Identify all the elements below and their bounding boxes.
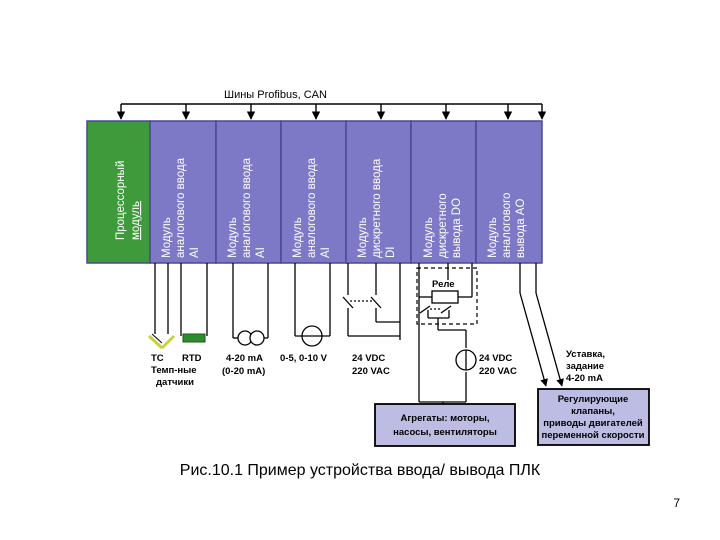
rtd-label: RTD (182, 353, 202, 364)
io-module-ao (475, 120, 543, 264)
di-module-label: Модуль дискретного ввода DI (357, 156, 397, 258)
current-signal-label: 4-20 mA (226, 353, 263, 364)
field-wiring (154, 263, 564, 412)
module-rack: Процессорный модуль Модуль аналогового в… (86, 120, 543, 264)
actuators-box-line-2: насосы, вентиляторы (393, 427, 497, 438)
field-labels: TC RTD Темп-ные датчики 4-20 mA (0-20 mA… (151, 349, 605, 388)
io-module-do (410, 120, 477, 264)
do-module-label: Модуль дискретного вывода DO (423, 190, 463, 258)
do-supply-label-2: 220 VAC (479, 366, 517, 377)
setpoint-label-1: Уставка, (566, 349, 605, 360)
di-supply-label-2: 220 VAC (352, 366, 390, 377)
valves-box-line-2: клапаны, (571, 406, 615, 417)
di-supply-label-1: 24 VDC (352, 353, 385, 364)
do-supply-source-symbol (455, 349, 477, 371)
bus-label: Шины Profibus, CAN (224, 89, 327, 101)
figure-caption: Рис.10.1 Пример устройства ввода/ вывода… (179, 462, 541, 479)
processor-module-label: Процессорный модуль (115, 157, 142, 240)
valves-box-line-4: переменной скорости (541, 430, 644, 441)
ai-2-module-label: Модуль аналогового ввода AI (227, 155, 267, 258)
io-module-ai-1 (149, 120, 217, 264)
rtd-sensor-symbol (182, 333, 206, 343)
actuators-box-line-1: Агрегаты: моторы, (400, 413, 489, 424)
ao-module-label: Модуль аналогового вывода AO (487, 189, 527, 258)
fieldbus: Шины Profibus, CAN (116, 89, 547, 120)
relay-enclosure (416, 267, 478, 325)
temp-sensors-label-2: датчики (156, 377, 194, 388)
valves-box: Регулирующие клапаны, приводы двигателей… (537, 388, 650, 446)
io-module-ai-3 (280, 120, 347, 264)
actuators-box: Агрегаты: моторы, насосы, вентиляторы (374, 403, 516, 447)
ai-1-module-label: Модуль аналогового ввода AI (161, 155, 201, 258)
valves-box-line-3: приводы двигателей (543, 418, 643, 429)
io-module-ai-2 (215, 120, 282, 264)
voltage-signal-label: 0-5, 0-10 V (280, 353, 328, 364)
temp-sensors-label-1: Темп-ные (151, 365, 197, 376)
voltage-source-symbol (295, 325, 330, 347)
relay-coil (431, 290, 459, 304)
do-supply-label-1: 24 VDC (479, 353, 512, 364)
page-number: 7 (673, 496, 680, 510)
relay-label: Реле (432, 279, 455, 290)
switch-symbol (342, 296, 382, 309)
setpoint-label-2: задание (566, 361, 604, 372)
valves-box-line-1: Регулирующие (558, 394, 629, 405)
relay-contacts (419, 305, 452, 314)
setpoint-label-3: 4-20 mA (566, 373, 603, 384)
ai-3-module-label: Модуль аналогового ввода AI (292, 155, 332, 258)
plc-io-diagram: Шины Profibus, CAN Процессорный модуль М… (86, 89, 650, 447)
current-source-symbol (233, 330, 268, 346)
io-module-di (345, 120, 412, 264)
tc-label: TC (151, 353, 164, 364)
current-signal-alt-label: (0-20 mA) (222, 366, 265, 377)
thermocouple-symbol (147, 333, 176, 350)
